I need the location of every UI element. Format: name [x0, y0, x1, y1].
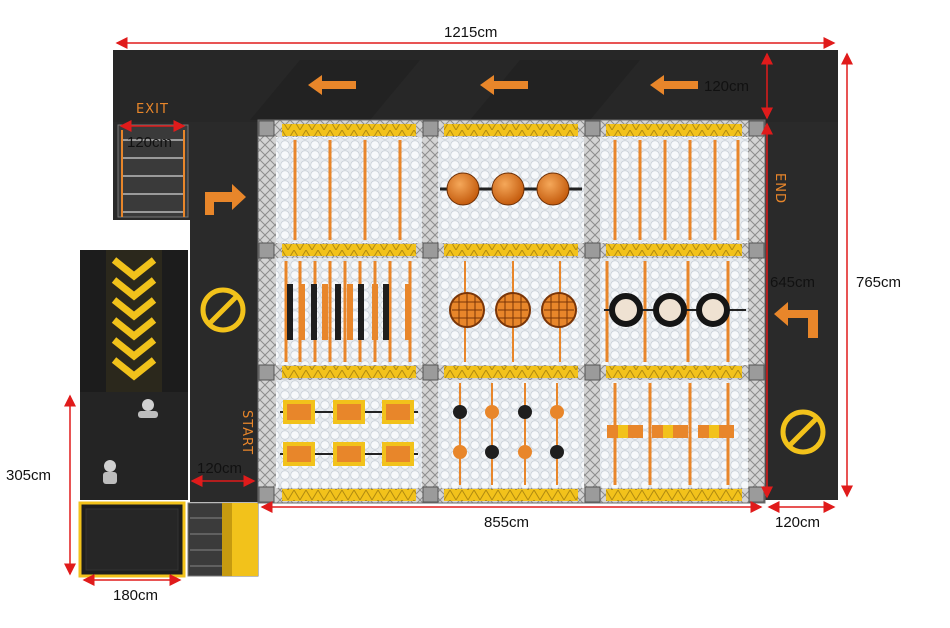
course-cell [438, 380, 584, 488]
arrow-turn-up-icon [774, 302, 818, 338]
chevron-down-icon [111, 257, 157, 381]
swing-ball [536, 172, 570, 206]
hanging-ball [453, 405, 564, 459]
obstacle-course [257, 119, 766, 504]
course-cell [600, 137, 748, 243]
course-cell [276, 137, 422, 243]
ring [609, 293, 730, 327]
exit-label: EXIT [136, 102, 169, 117]
dim-course-length: 855cm [484, 514, 530, 531]
arrow-turn-right-icon [205, 184, 246, 215]
no-entry-icon [780, 409, 826, 455]
arrow-left-icon [650, 75, 698, 95]
dim-start-aisle: 120cm [197, 460, 243, 477]
roller-bar [607, 425, 734, 438]
dim-total-length: 1215cm [444, 24, 498, 41]
course-cell [276, 380, 422, 488]
dim-course-width: 645cm [770, 274, 816, 291]
swing-ball [491, 172, 525, 206]
top-aisle [113, 50, 838, 122]
no-entry-icon [200, 287, 246, 333]
swing-ball [446, 172, 480, 206]
dim-exit-aisle: 120cm [127, 134, 173, 151]
dim-side-width: 180cm [113, 587, 159, 604]
dimension-lines [64, 37, 853, 586]
person-icon [103, 460, 117, 484]
dim-side-height: 305cm [6, 467, 52, 484]
person-icon [138, 399, 158, 418]
arrow-left-icon [308, 75, 356, 95]
foam-block [283, 400, 414, 466]
dim-total-width: 765cm [856, 274, 902, 291]
end-label: END [771, 173, 787, 204]
arrow-left-icon [480, 75, 528, 95]
dim-top-aisle: 120cm [704, 78, 750, 95]
dim-right-aisle: 120cm [775, 514, 821, 531]
start-label: START [239, 409, 255, 456]
